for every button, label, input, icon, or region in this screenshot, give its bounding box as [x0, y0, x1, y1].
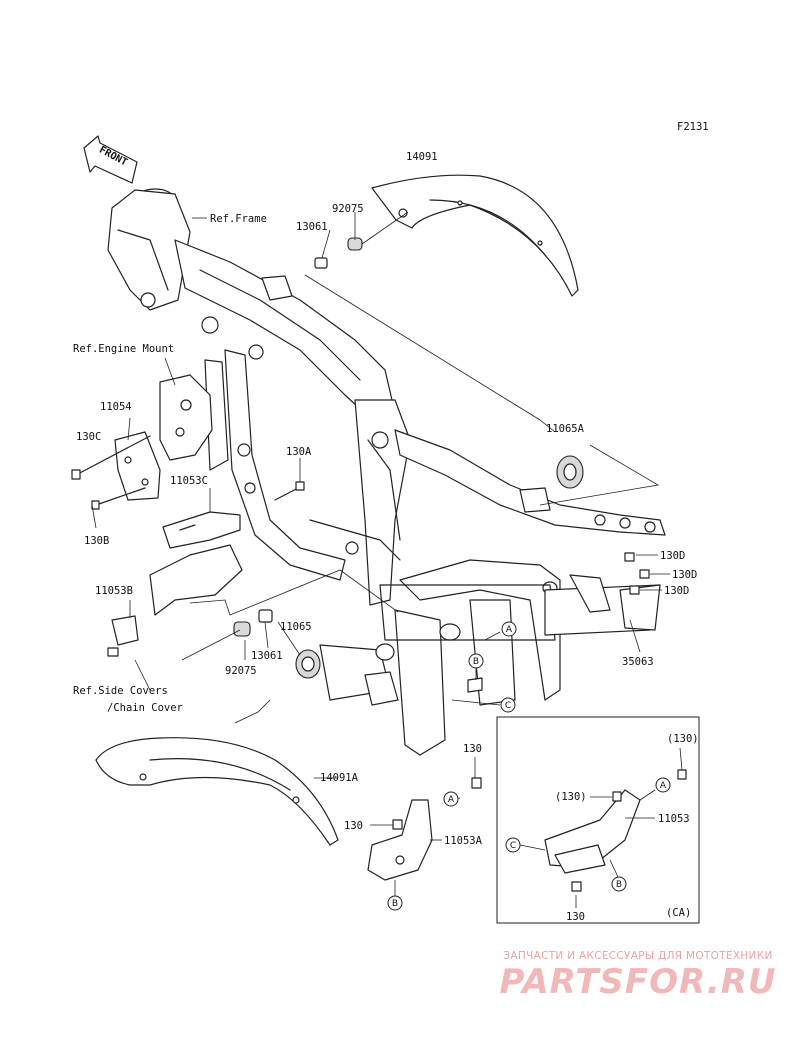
bolt-13061-bottom — [258, 609, 273, 623]
seat-panel-14091 — [371, 174, 579, 297]
label-92075-top: 92075 — [332, 203, 364, 215]
callout-a-3: A — [655, 777, 671, 793]
engine-mount-plate — [159, 374, 213, 461]
ca-bracket-11053 — [496, 716, 700, 924]
bolts-130C-130B — [71, 435, 151, 510]
watermark-logo: PARTSFOR.RU — [499, 962, 777, 1002]
callout-c-2: C — [505, 837, 521, 853]
label-130-ca-top: (130) — [667, 733, 699, 745]
callout-b-3: B — [611, 876, 627, 892]
label-11054: 11054 — [100, 401, 132, 413]
main-frame-drawing — [107, 188, 666, 756]
label-130a: 130A — [286, 446, 312, 458]
svg-text:B: B — [616, 880, 622, 890]
label-130d-2: 130D — [672, 569, 697, 581]
label-11053: 11053 — [658, 813, 690, 825]
label-13061-top: 13061 — [296, 221, 328, 233]
side-panel-14091A — [95, 737, 339, 846]
leader-lines — [91, 211, 683, 908]
callout-b-2: B — [387, 895, 403, 911]
front-arrow-icon: FRONT — [83, 135, 138, 184]
svg-text:C: C — [505, 701, 511, 711]
label-130c: 130C — [76, 431, 101, 443]
label-ref-side-covers: Ref.Side Covers — [73, 685, 168, 697]
label-130-mid: 130 — [463, 743, 482, 755]
svg-text:B: B — [473, 657, 479, 667]
label-130b: 130B — [84, 535, 109, 547]
callout-a-2: A — [443, 791, 459, 807]
grommet-11065A — [556, 455, 584, 489]
svg-text:A: A — [506, 625, 513, 635]
callout-a-1: A — [501, 621, 517, 637]
label-130-ca-bottom: 130 — [566, 911, 585, 923]
callout-b-1: B — [468, 653, 484, 669]
label-11053b: 11053B — [95, 585, 133, 597]
grommet-92075-bottom — [233, 621, 251, 637]
label-11053c: 11053C — [170, 475, 208, 487]
callout-c-1: C — [500, 697, 516, 713]
svg-text:C: C — [510, 841, 516, 851]
label-ref-engine-mount: Ref.Engine Mount — [73, 343, 174, 355]
label-14091: 14091 — [406, 151, 438, 163]
bracket-11053A — [367, 777, 482, 881]
svg-text:A: A — [660, 781, 667, 791]
label-11053a: 11053A — [444, 835, 483, 847]
label-13061-bottom: 13061 — [251, 650, 283, 662]
figure-code: F2131 — [677, 121, 709, 133]
label-ref-frame: Ref.Frame — [210, 213, 267, 225]
label-11065: 11065 — [280, 621, 312, 633]
label-130d-1: 130D — [660, 550, 685, 562]
grommet-11065-bottom — [295, 649, 321, 679]
label-ca: (CA) — [666, 907, 691, 919]
svg-text:B: B — [392, 899, 398, 909]
label-92075-bottom: 92075 — [225, 665, 257, 677]
bolt-13061-top — [314, 257, 328, 269]
label-130-left: 130 — [344, 820, 363, 832]
label-11065a: 11065A — [546, 423, 585, 435]
label-14091a: 14091A — [320, 772, 359, 784]
bracket-11053C — [162, 511, 241, 549]
bracket-11053B — [107, 544, 243, 657]
watermark-tagline: ЗАПЧАСТИ И АКСЕССУАРЫ ДЛЯ МОТОТЕХНИКИ — [503, 950, 773, 962]
svg-text:A: A — [448, 795, 455, 805]
label-35063: 35063 — [622, 656, 654, 668]
label-130-ca-mid: (130) — [555, 791, 587, 803]
label-130d-3: 130D — [664, 585, 689, 597]
label-chain-cover: /Chain Cover — [107, 702, 183, 714]
bolts-130D — [624, 552, 650, 595]
bolt-130A — [274, 481, 305, 501]
